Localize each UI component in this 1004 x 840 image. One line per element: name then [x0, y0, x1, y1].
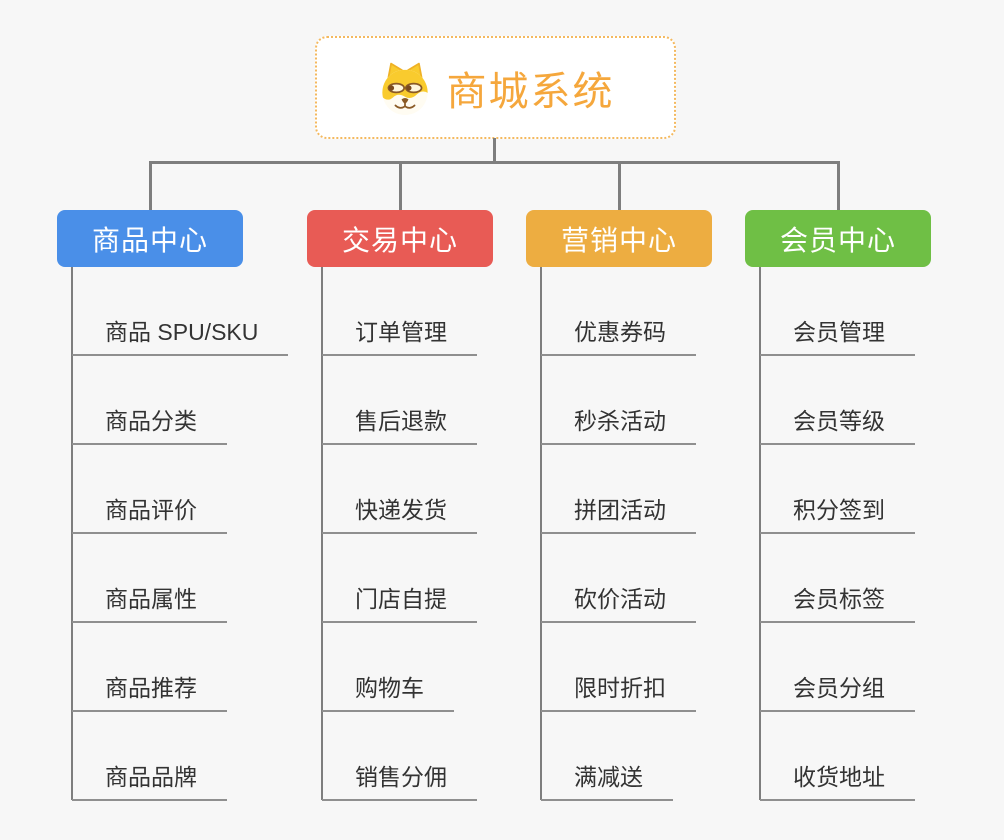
leaf-node[interactable]: 商品分类 — [72, 408, 227, 445]
leaf-node[interactable]: 满减送 — [541, 764, 673, 801]
branch-node-0[interactable]: 商品中心 — [57, 210, 243, 267]
leaf-node[interactable]: 订单管理 — [322, 319, 477, 356]
leaf-node[interactable]: 商品推荐 — [72, 675, 227, 712]
leaf-node[interactable]: 积分签到 — [760, 497, 915, 534]
leaf-node[interactable]: 限时折扣 — [541, 675, 696, 712]
leaf-node[interactable]: 售后退款 — [322, 408, 477, 445]
leaf-node[interactable]: 快递发货 — [322, 497, 477, 534]
leaf-node[interactable]: 会员标签 — [760, 586, 915, 623]
leaf-node[interactable]: 门店自提 — [322, 586, 477, 623]
leaf-node[interactable]: 商品 SPU/SKU — [72, 319, 289, 356]
branch-label: 营销中心 — [560, 224, 677, 256]
leaf-node[interactable]: 拼团活动 — [541, 497, 696, 534]
leaf-node[interactable]: 优惠券码 — [541, 319, 696, 356]
branch-label: 会员中心 — [779, 224, 896, 256]
leaf-node[interactable]: 砍价活动 — [541, 586, 696, 623]
connector-drop-1 — [398, 161, 402, 212]
connector-drop-3 — [836, 161, 840, 212]
leaf-node[interactable]: 商品属性 — [72, 586, 227, 623]
connector-drop-2 — [617, 161, 621, 212]
connector-drop-0 — [148, 161, 152, 212]
dog-face-icon — [377, 61, 433, 115]
branch-label: 交易中心 — [341, 224, 458, 256]
leaf-node[interactable]: 商品品牌 — [72, 764, 227, 801]
leaf-node[interactable]: 会员分组 — [760, 675, 915, 712]
leaf-node[interactable]: 收货地址 — [760, 764, 915, 801]
leaf-node[interactable]: 购物车 — [322, 675, 454, 712]
connector-hbar — [149, 161, 839, 164]
leaf-node[interactable]: 会员管理 — [760, 319, 915, 356]
branch-node-2[interactable]: 营销中心 — [526, 210, 712, 267]
branch-label: 商品中心 — [91, 224, 208, 256]
leaf-node[interactable]: 会员等级 — [760, 408, 915, 445]
branch-node-3[interactable]: 会员中心 — [745, 210, 931, 267]
branch-node-1[interactable]: 交易中心 — [307, 210, 493, 267]
leaf-node[interactable]: 销售分佣 — [322, 764, 477, 801]
leaf-node[interactable]: 商品评价 — [72, 497, 227, 534]
root-title: 商城系统 — [446, 69, 615, 114]
root-node-mall-system[interactable]: 商城系统 — [315, 36, 676, 139]
leaf-node[interactable]: 秒杀活动 — [541, 408, 696, 445]
connector-root-stem — [493, 138, 496, 164]
